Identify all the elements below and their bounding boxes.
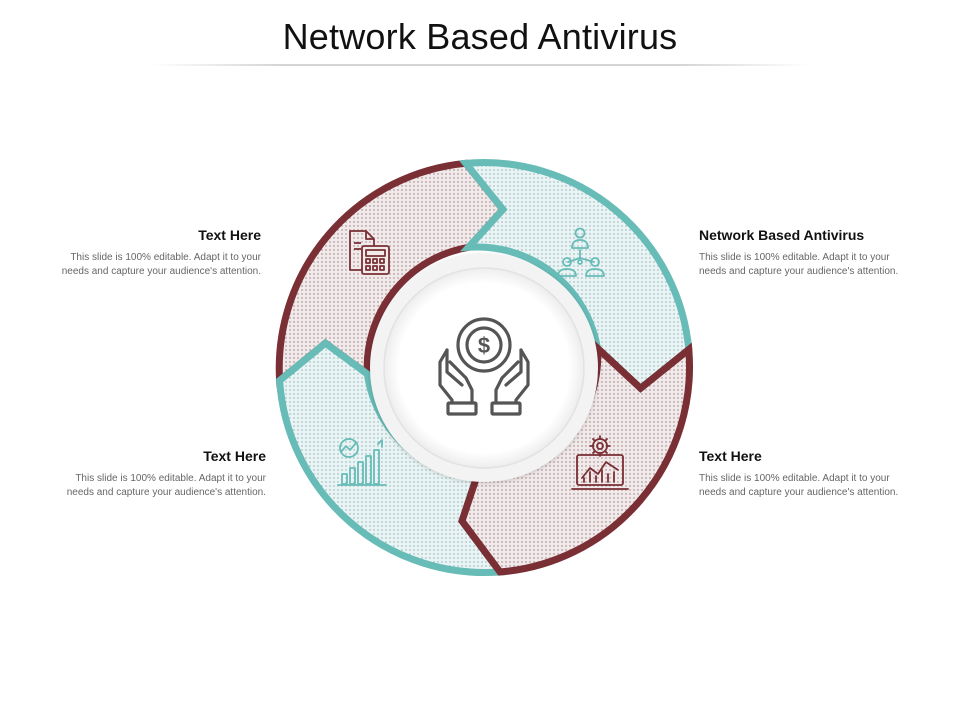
segment-body: This slide is 100% editable. Adapt it to… <box>66 473 266 498</box>
segment-heading: Text Here <box>203 448 266 464</box>
segment-body: This slide is 100% editable. Adapt it to… <box>699 473 899 498</box>
growth-bar-chart-icon <box>337 438 387 486</box>
segment-text-bottom-left: Text Here This slide is 100% editable. A… <box>66 448 266 500</box>
segment-text-top-right: Network Based Antivirus This slide is 10… <box>699 227 899 279</box>
title-divider <box>150 64 810 66</box>
segment-body: This slide is 100% editable. Adapt it to… <box>61 252 261 277</box>
segment-heading: Text Here <box>198 227 261 243</box>
segment-top-right <box>458 159 693 393</box>
calculator-document-icon <box>349 230 390 275</box>
slide-title: Network Based Antivirus <box>282 16 678 57</box>
segment-body: This slide is 100% editable. Adapt it to… <box>699 252 899 277</box>
segment-heading: Network Based Antivirus <box>699 227 865 243</box>
center-disc <box>383 267 585 469</box>
segment-text-bottom-right: Text Here This slide is 100% editable. A… <box>699 448 899 500</box>
segment-heading: Text Here <box>699 448 762 464</box>
monitor-chart-gear-icon <box>571 435 629 490</box>
hands-dollar-coin-icon: $ <box>438 317 530 416</box>
segment-text-top-left: Text Here This slide is 100% editable. A… <box>61 227 261 279</box>
svg-text:$: $ <box>478 333 490 358</box>
network-people-icon <box>557 227 605 277</box>
segment-top-left <box>275 159 508 388</box>
